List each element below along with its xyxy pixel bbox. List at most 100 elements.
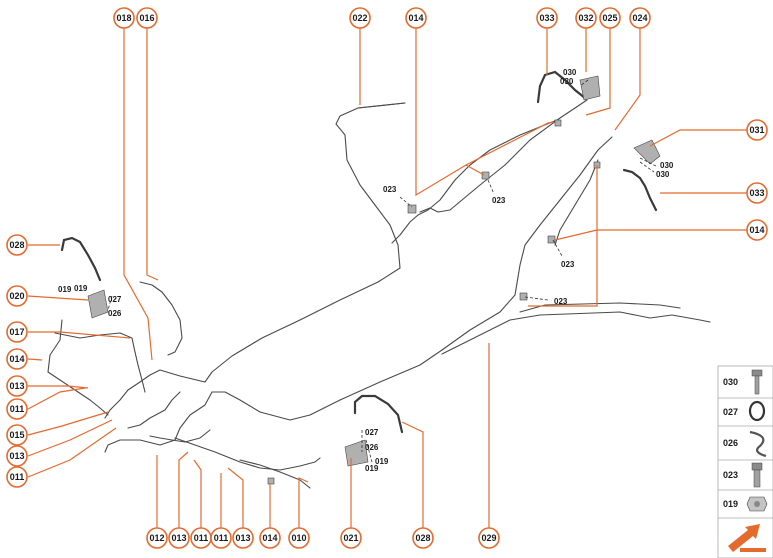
callout-014-right[interactable]: 014 <box>746 219 768 241</box>
fastener-legend: 030 027 026 023 019 <box>717 365 773 558</box>
svg-text:014: 014 <box>9 354 24 364</box>
callout-leaders <box>27 28 757 537</box>
callout-014-top[interactable]: 014 <box>405 7 427 29</box>
label-030: 030 <box>563 68 577 77</box>
callout-020[interactable]: 020 <box>6 285 28 307</box>
svg-text:026: 026 <box>723 438 738 448</box>
callout-028-left[interactable]: 028 <box>6 234 28 256</box>
o-ring-icon <box>748 400 766 422</box>
part-labels: 030 030 030 030 023 023 023 023 019 019 … <box>58 68 674 473</box>
svg-text:033: 033 <box>539 13 554 23</box>
svg-text:033: 033 <box>749 188 764 198</box>
svg-text:032: 032 <box>578 13 593 23</box>
svg-text:013: 013 <box>9 451 24 461</box>
callout-013-a[interactable]: 013 <box>6 375 28 397</box>
label-019: 019 <box>365 464 379 473</box>
svg-text:023: 023 <box>723 470 738 480</box>
svg-text:011: 011 <box>194 533 209 543</box>
svg-text:014: 014 <box>408 13 423 23</box>
callout-029[interactable]: 029 <box>478 527 500 549</box>
callout-014-left[interactable]: 014 <box>6 348 28 370</box>
callout-031[interactable]: 031 <box>746 119 768 141</box>
legend-item-023: 023 <box>723 462 763 488</box>
callout-024[interactable]: 024 <box>629 7 651 29</box>
callout-017[interactable]: 017 <box>6 321 28 343</box>
fitting-023-b <box>481 171 490 180</box>
legend-item-019: 019 <box>723 496 768 512</box>
brackets <box>87 75 661 485</box>
flexible-hoses <box>60 70 658 434</box>
svg-text:014: 014 <box>749 225 764 235</box>
callout-012[interactable]: 012 <box>146 527 168 549</box>
callout-018[interactable]: 018 <box>113 7 135 29</box>
label-027: 027 <box>365 428 379 437</box>
callout-013-b[interactable]: 013 <box>6 445 28 467</box>
callouts: 018 016 022 014 033 032 025 024 031 033 … <box>6 7 768 549</box>
svg-text:011: 011 <box>10 472 25 482</box>
legend-item-026: 026 <box>723 430 767 458</box>
svg-text:028: 028 <box>415 533 430 543</box>
hose-033-top <box>536 70 587 104</box>
svg-text:031: 031 <box>749 125 764 135</box>
svg-text:018: 018 <box>116 13 131 23</box>
label-023: 023 <box>383 185 397 194</box>
label-030: 030 <box>660 161 674 170</box>
callout-013-c[interactable]: 013 <box>168 527 190 549</box>
label-026: 026 <box>365 443 379 452</box>
label-019: 019 <box>58 285 72 294</box>
hose-033-right <box>622 168 658 212</box>
fitting-023-d <box>519 292 528 301</box>
label-023: 023 <box>561 260 575 269</box>
callout-022[interactable]: 022 <box>349 7 371 29</box>
bracket-020 <box>87 289 109 319</box>
label-019: 019 <box>74 284 88 293</box>
callout-033-top[interactable]: 033 <box>536 7 558 29</box>
svg-text:013: 013 <box>9 381 24 391</box>
callout-021[interactable]: 021 <box>340 527 362 549</box>
brake-pipes <box>47 99 711 489</box>
callout-025[interactable]: 025 <box>599 7 621 29</box>
callout-011-d[interactable]: 011 <box>210 527 232 549</box>
svg-text:017: 017 <box>9 327 24 337</box>
callout-010[interactable]: 010 <box>288 527 310 549</box>
bolt-icon <box>751 369 763 395</box>
callout-013-d[interactable]: 013 <box>232 527 254 549</box>
callout-028-bottom[interactable]: 028 <box>412 527 434 549</box>
callout-015[interactable]: 015 <box>6 424 28 446</box>
label-030: 030 <box>560 77 574 86</box>
svg-text:024: 024 <box>632 13 647 23</box>
svg-text:013: 013 <box>235 533 250 543</box>
nut-icon <box>746 496 768 512</box>
bracket-031 <box>633 139 661 165</box>
svg-text:012: 012 <box>149 533 164 543</box>
svg-text:021: 021 <box>343 533 358 543</box>
fitting-icon <box>751 462 763 488</box>
callout-016[interactable]: 016 <box>136 7 158 29</box>
callout-011-b[interactable]: 011 <box>6 466 28 488</box>
svg-text:019: 019 <box>723 499 738 509</box>
svg-text:027: 027 <box>723 407 738 417</box>
svg-text:020: 020 <box>9 291 24 301</box>
svg-text:029: 029 <box>481 533 496 543</box>
legend-item-030: 030 <box>723 369 763 395</box>
svg-text:010: 010 <box>291 533 306 543</box>
bracket-032 <box>579 75 601 101</box>
callout-033-right[interactable]: 033 <box>746 182 768 204</box>
svg-text:014: 014 <box>262 533 277 543</box>
hose-028-bottom <box>353 394 404 434</box>
clip-icon <box>749 430 767 458</box>
svg-text:011: 011 <box>10 404 25 414</box>
svg-text:016: 016 <box>139 13 154 23</box>
label-030: 030 <box>656 170 670 179</box>
svg-text:025: 025 <box>602 13 617 23</box>
callout-032[interactable]: 032 <box>575 7 597 29</box>
callout-011-c[interactable]: 011 <box>190 527 212 549</box>
svg-text:013: 013 <box>171 533 186 543</box>
label-027: 027 <box>108 295 122 304</box>
callout-014-bottom[interactable]: 014 <box>259 527 281 549</box>
print-arrow-icon[interactable] <box>720 521 771 555</box>
svg-text:030: 030 <box>723 377 738 387</box>
callout-011-a[interactable]: 011 <box>6 398 28 420</box>
svg-text:022: 022 <box>352 13 367 23</box>
